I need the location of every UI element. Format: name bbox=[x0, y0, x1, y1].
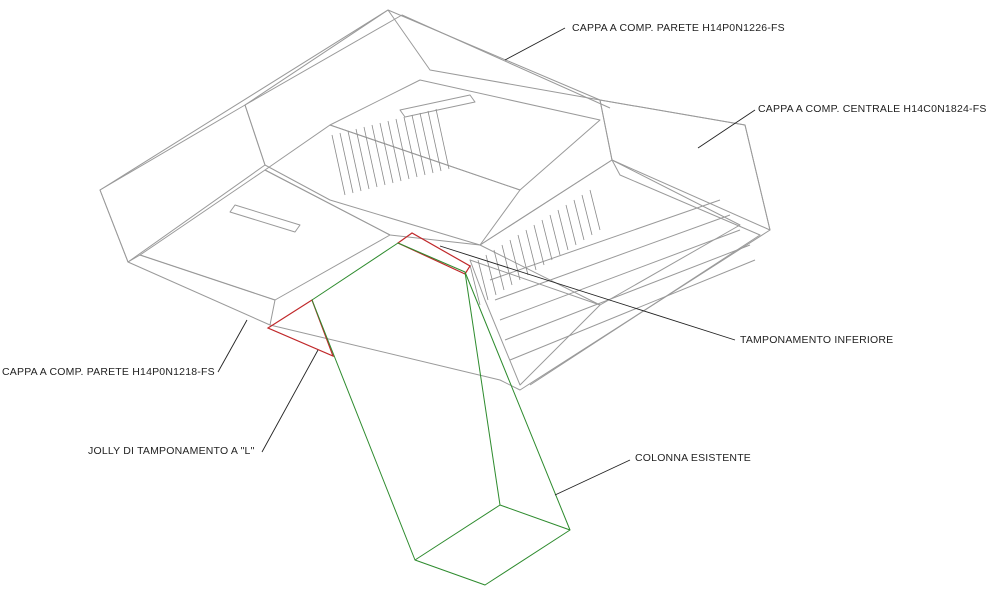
leader-lines bbox=[217, 27, 756, 496]
lower-panel-shape bbox=[396, 232, 471, 275]
label-jolly-panel: JOLLY DI TAMPONAMENTO A "L" bbox=[88, 445, 255, 457]
label-existing-column: COLONNA ESISTENTE bbox=[635, 452, 752, 464]
deck-panel-3 bbox=[329, 79, 601, 191]
hood-central-inner bbox=[529, 159, 761, 386]
hood-wall-left-inner bbox=[127, 254, 276, 326]
leader-hood-wall-top bbox=[504, 27, 566, 61]
leader-hood-wall-left bbox=[217, 319, 248, 373]
deck-panel-5 bbox=[469, 259, 601, 386]
label-hood-central: CAPPA A COMP. CENTRALE H14C0N1824-FS bbox=[758, 103, 987, 115]
hood-outer-outline bbox=[99, 9, 771, 391]
hood-wall-left-box bbox=[99, 104, 266, 263]
jolly-panel-shape bbox=[266, 299, 335, 358]
label-lower-panel: TAMPONAMENTO INFERIORE bbox=[740, 334, 894, 346]
deck-panel-4 bbox=[479, 159, 741, 306]
label-hood-wall-top: CAPPA A COMP. PARETE H14P0N1226-FS bbox=[572, 22, 785, 34]
leader-jolly bbox=[261, 349, 319, 453]
slot-detail bbox=[229, 94, 476, 233]
hood-wall-top-box bbox=[244, 9, 613, 246]
leader-lower-panel bbox=[439, 245, 736, 341]
label-hood-wall-left: CAPPA A COMP. PARETE H14P0N1218-FS bbox=[2, 366, 215, 378]
deck-panel-2 bbox=[264, 124, 521, 246]
leader-hood-central bbox=[697, 109, 756, 149]
hood-central-box bbox=[599, 99, 771, 231]
column-shape bbox=[311, 242, 571, 586]
deck-lines bbox=[489, 199, 756, 361]
hood-wall-top-rim bbox=[244, 14, 611, 109]
filter-grille-right bbox=[469, 189, 601, 306]
leader-column bbox=[554, 459, 631, 496]
filter-grille-top bbox=[331, 108, 450, 196]
